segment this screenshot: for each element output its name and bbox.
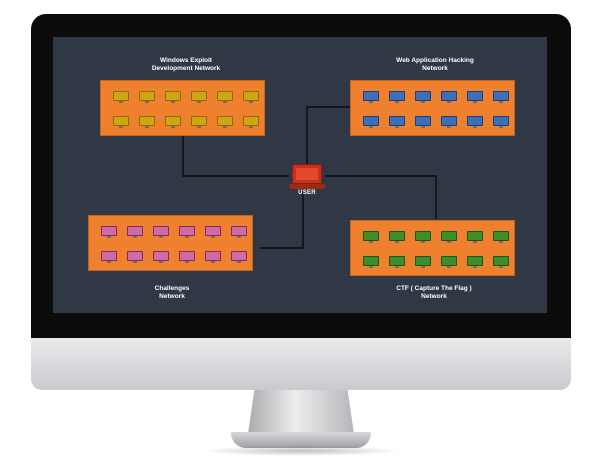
computer-icon — [165, 91, 181, 103]
computer-icon — [191, 91, 207, 103]
webapp-network-title-line2: Network — [422, 64, 448, 72]
computer-icon — [205, 226, 221, 238]
computer-icon — [217, 116, 233, 128]
computer-icon — [415, 256, 431, 268]
computer-icon — [493, 116, 509, 128]
challenges-network-title-line2: Network — [159, 292, 185, 300]
computer-icon — [467, 256, 483, 268]
computer-icon — [179, 226, 195, 238]
computer-icon — [113, 91, 129, 103]
monitor-stand-foot — [231, 432, 371, 448]
windows-network-title-line2: Development Network — [151, 64, 221, 72]
computer-icon — [243, 116, 259, 128]
computer-icon — [231, 226, 247, 238]
computer-icon — [113, 116, 129, 128]
computer-icon — [467, 116, 483, 128]
computer-icon — [205, 251, 221, 263]
computer-icon — [493, 231, 509, 243]
computer-icon — [441, 116, 457, 128]
computer-icon — [363, 231, 379, 243]
computer-icon — [363, 91, 379, 103]
computer-icon — [363, 116, 379, 128]
computer-icon — [363, 256, 379, 268]
wire-windows-user — [182, 131, 289, 177]
ctf-network-title-line2: Network — [421, 292, 447, 300]
windows-network-title: Windows Exploit Development Network — [141, 57, 231, 72]
computer-icon — [139, 91, 155, 103]
computer-icon — [389, 256, 405, 268]
computer-icon — [493, 91, 509, 103]
stand-shadow — [200, 446, 402, 456]
computer-icon — [127, 251, 143, 263]
ctf-network-title: CTF ( Capture The Flag ) Network — [386, 285, 482, 300]
computer-icon — [101, 226, 117, 238]
computer-icon — [441, 91, 457, 103]
computer-icon — [165, 116, 181, 128]
challenges-network-title: Challenges Network — [127, 285, 217, 300]
network-diagram-screen: Windows Exploit Development Network Web … — [53, 37, 547, 313]
ctf-network-panel — [350, 220, 515, 276]
windows-network-panel — [100, 80, 265, 136]
computer-icon — [441, 256, 457, 268]
computer-icon — [389, 231, 405, 243]
webapp-network-title-line1: Web Application Hacking — [396, 57, 474, 64]
computer-icon — [153, 226, 169, 238]
computer-icon — [441, 231, 457, 243]
computer-icon — [243, 91, 259, 103]
computer-icon — [493, 256, 509, 268]
computer-icon — [467, 91, 483, 103]
computer-icon — [139, 116, 155, 128]
computer-icon — [153, 251, 169, 263]
monitor-chin — [31, 338, 571, 390]
laptop-screen — [292, 164, 322, 184]
computer-icon — [179, 251, 195, 263]
computer-icon — [389, 91, 405, 103]
computer-icon — [389, 116, 405, 128]
computer-icon — [127, 226, 143, 238]
webapp-network-title: Web Application Hacking Network — [389, 57, 481, 72]
monitor-stand-neck — [248, 390, 354, 434]
computer-icon — [231, 251, 247, 263]
challenges-network-title-line1: Challenges — [154, 285, 190, 292]
challenges-network-panel — [88, 215, 253, 271]
laptop-icon — [289, 164, 325, 190]
laptop-base — [289, 184, 325, 189]
computer-icon — [191, 116, 207, 128]
webapp-network-panel — [350, 80, 515, 136]
user-label: USER — [298, 190, 316, 196]
computer-icon — [415, 116, 431, 128]
computer-icon — [217, 91, 233, 103]
computer-icon — [415, 231, 431, 243]
ctf-network-title-line1: CTF ( Capture The Flag ) — [396, 285, 472, 292]
computer-icon — [415, 91, 431, 103]
wire-ctf-user — [325, 175, 437, 219]
computer-icon — [101, 251, 117, 263]
wire-challenges-user — [260, 190, 304, 249]
computer-icon — [467, 231, 483, 243]
windows-network-title-line1: Windows Exploit — [160, 57, 212, 64]
